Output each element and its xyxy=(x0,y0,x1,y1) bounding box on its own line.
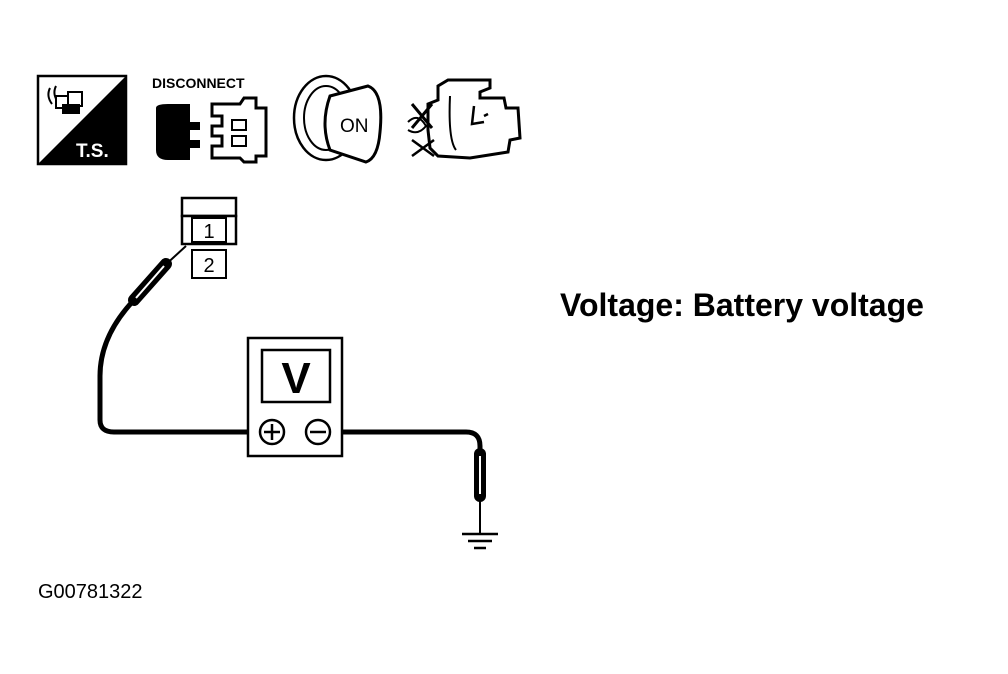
negative-test-lead xyxy=(328,429,486,534)
voltmeter: V xyxy=(246,336,344,458)
test-lamp-label: T.S. xyxy=(76,141,109,162)
harness-connector: 1 2 xyxy=(180,196,238,279)
ignition-key-icon: ON xyxy=(292,74,383,164)
ground-symbol xyxy=(462,532,498,550)
positive-terminal-icon xyxy=(258,418,286,446)
positive-test-lead xyxy=(97,245,250,435)
pin-1-label: 1 xyxy=(203,221,214,243)
negative-terminal-icon xyxy=(304,418,332,446)
pin-2-label: 2 xyxy=(203,255,214,277)
ignition-on-label: ON xyxy=(340,116,369,137)
engine-off-icon xyxy=(407,78,522,160)
connector-disconnect-icon: DISCONNECT xyxy=(152,75,268,164)
figure-code: G00781322 xyxy=(38,581,143,603)
voltmeter-display-label: V xyxy=(281,354,311,403)
voltage-spec-text: Voltage: Battery voltage xyxy=(560,287,924,323)
disconnect-label: DISCONNECT xyxy=(152,75,245,91)
test-lamp-icon: T.S. xyxy=(36,74,128,166)
